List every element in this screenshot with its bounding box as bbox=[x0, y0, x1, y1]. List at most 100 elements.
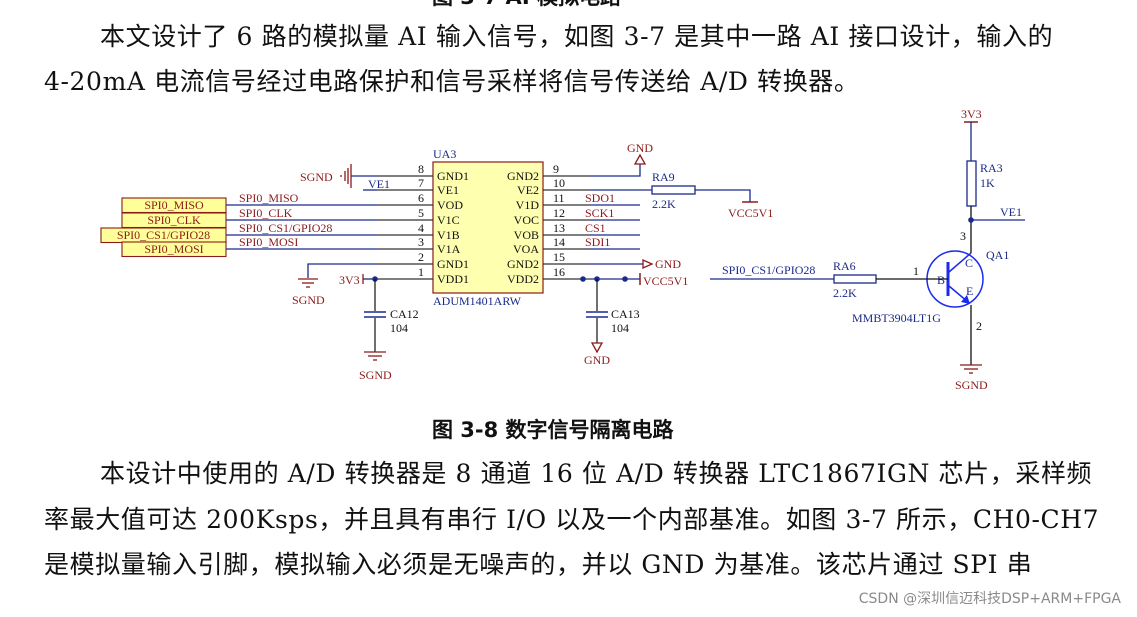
schematic-label: 2.2K bbox=[833, 286, 857, 300]
schematic-label: GND bbox=[584, 353, 610, 367]
gnd-label: GND bbox=[627, 141, 653, 155]
pin-number: 8 bbox=[418, 162, 424, 176]
schematic-wire bbox=[633, 153, 647, 165]
paragraph1-line1: 本文设计了 6 路的模拟量 AI 输入信号，如图 3-7 是其中一路 AI 接口… bbox=[100, 22, 1054, 51]
pin-number: 6 bbox=[418, 191, 424, 205]
pin-name: V1B bbox=[437, 228, 460, 242]
schematic-label: C bbox=[965, 256, 973, 270]
schematic-label: 3 bbox=[960, 229, 966, 243]
net-label: SPI0_CS1/GPIO28 bbox=[239, 221, 332, 235]
pin-number: 10 bbox=[553, 176, 565, 190]
net-label: SPI0_MISO bbox=[239, 191, 299, 205]
port-label: SPI0_MISO bbox=[144, 198, 204, 212]
schematic-label: MMBT3904LT1G bbox=[852, 311, 941, 325]
schematic-label: CA13 bbox=[611, 307, 640, 321]
paragraph1-line2: 4-20mA 电流信号经过电路保护和信号采样将信号传送给 A/D 转换器。 bbox=[44, 67, 860, 96]
pin-number: 2 bbox=[418, 250, 424, 264]
schematic-label: RA6 bbox=[833, 259, 856, 273]
pin-number: 16 bbox=[553, 265, 565, 279]
previous-figure-caption: 图 3-7 AI 模拟电路 bbox=[432, 0, 621, 10]
schematic-wire bbox=[590, 164, 641, 177]
schematic-wire bbox=[961, 295, 970, 304]
schematic-wire bbox=[960, 364, 982, 374]
schematic-label: SGND bbox=[359, 368, 392, 382]
schematic-label: GND bbox=[655, 257, 681, 271]
port-label: SPI0_CLK bbox=[147, 213, 201, 227]
pin-name: GND1 bbox=[437, 257, 469, 271]
ra9-resistor bbox=[651, 185, 696, 195]
pin-number: 15 bbox=[553, 250, 565, 264]
pin-number: 9 bbox=[553, 162, 559, 176]
pin-name: GND1 bbox=[437, 169, 469, 183]
v3v3-label: 3V3 bbox=[339, 273, 360, 287]
schematic-label: 3V3 bbox=[961, 107, 982, 121]
pin-number: 3 bbox=[418, 235, 424, 249]
pin-number: 11 bbox=[553, 191, 565, 205]
pin-number: 7 bbox=[418, 176, 424, 190]
schematic-wire bbox=[307, 263, 377, 278]
chip-body bbox=[432, 161, 544, 294]
chip-ref: UA3 bbox=[433, 147, 456, 161]
pin-number: 12 bbox=[553, 206, 565, 220]
pin-number: 4 bbox=[418, 221, 424, 235]
net-label: SPI0_CLK bbox=[239, 206, 293, 220]
schematic-label: B bbox=[937, 273, 945, 287]
pin-name: V1A bbox=[437, 242, 461, 256]
schematic-label: 2.2K bbox=[652, 197, 676, 211]
pin-number: 13 bbox=[553, 221, 565, 235]
schematic-wire bbox=[642, 258, 654, 270]
ve1-net-label: VE1 bbox=[368, 177, 390, 191]
ca12-value: 104 bbox=[390, 321, 408, 335]
pin-name: V1C bbox=[437, 213, 460, 227]
paragraph2-line2: 率最大值可达 200Ksps，并且具有串行 I/O 以及一个内部基准。如图 3-… bbox=[44, 505, 1100, 534]
pin-name: VDD2 bbox=[507, 272, 539, 286]
schematic-label: E bbox=[966, 284, 973, 298]
schematic-label: SGND bbox=[955, 378, 988, 392]
schematic-label: 1K bbox=[980, 176, 995, 190]
pin-number: 5 bbox=[418, 206, 424, 220]
pin-name: GND2 bbox=[507, 257, 539, 271]
net-label: SPI0_MOSI bbox=[239, 235, 298, 249]
schematic-wire bbox=[590, 342, 604, 354]
sgnd-label: SGND bbox=[300, 170, 333, 184]
pin-name: VOD bbox=[437, 198, 463, 212]
ca12-ref: CA12 bbox=[390, 307, 419, 321]
pin-name: V1D bbox=[516, 198, 540, 212]
chip-part: ADUM1401ARW bbox=[433, 294, 522, 308]
pin-name: VOB bbox=[514, 228, 539, 242]
sgnd-symbol bbox=[340, 164, 377, 188]
net-label: SDO1 bbox=[585, 191, 615, 205]
schematic-label: 2 bbox=[976, 319, 982, 333]
paragraph2-line3: 是模拟量输入引脚，模拟输入必须是无噪声的，并以 GND 为基准。该芯片通过 SP… bbox=[44, 550, 1033, 579]
ra3-resistor bbox=[966, 160, 977, 207]
schematic-wire bbox=[622, 276, 628, 282]
schematic-wire bbox=[580, 276, 586, 282]
sgnd-symbol bbox=[298, 278, 318, 288]
pin-number: 1 bbox=[418, 265, 424, 279]
ra6-resistor bbox=[833, 274, 877, 284]
paragraph2-line1: 本设计中使用的 A/D 转换器是 8 通道 16 位 A/D 转换器 LTC18… bbox=[100, 459, 1093, 488]
base-net-label: SPI0_CS1/GPIO28 bbox=[722, 263, 815, 277]
pin-name: VOC bbox=[514, 213, 539, 227]
net-label: CS1 bbox=[585, 221, 606, 235]
figure-caption: 图 3-8 数字信号隔离电路 bbox=[432, 418, 674, 442]
schematic-label: SGND bbox=[292, 293, 325, 307]
pin-name: VE2 bbox=[517, 183, 539, 197]
schematic-label: 1 bbox=[913, 264, 919, 278]
schematic-label: VE1 bbox=[1000, 205, 1022, 219]
schematic-label: RA9 bbox=[652, 170, 675, 184]
schematic-label: VCC5V1 bbox=[728, 206, 773, 220]
schematic-wire bbox=[364, 351, 386, 361]
schematic-wire bbox=[948, 252, 972, 273]
schematic-wire bbox=[307, 263, 377, 278]
pin-name: VE1 bbox=[437, 183, 459, 197]
schematic-label: QA1 bbox=[986, 248, 1009, 262]
schematic-wire bbox=[695, 189, 751, 202]
pin-name: GND2 bbox=[507, 169, 539, 183]
net-label: SCK1 bbox=[585, 206, 614, 220]
schematic-label: RA3 bbox=[980, 161, 1003, 175]
